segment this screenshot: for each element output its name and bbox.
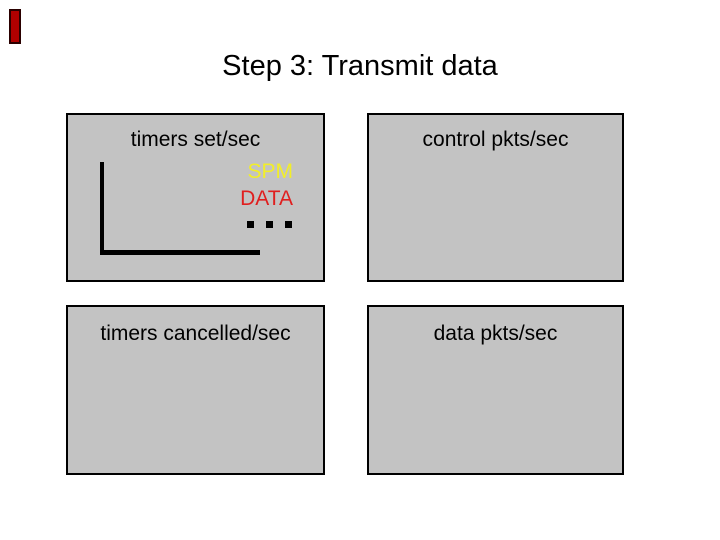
ellipsis-dot bbox=[266, 221, 273, 228]
legend-entry-spm: SPM bbox=[247, 160, 293, 183]
ellipsis-icon bbox=[247, 221, 292, 228]
panel-timers-set: timers set/sec SPM DATA bbox=[66, 113, 325, 282]
chart-legend: SPM DATA bbox=[240, 158, 293, 212]
panel-control-pkts-label: control pkts/sec bbox=[422, 128, 569, 151]
bookmark-ribbon-icon bbox=[9, 9, 21, 44]
page-title: Step 3: Transmit data bbox=[222, 50, 498, 82]
panel-timers-cancelled-label: timers cancelled/sec bbox=[100, 322, 291, 345]
empty-chart-axis bbox=[100, 162, 260, 255]
panel-timers-cancelled: timers cancelled/sec bbox=[66, 305, 325, 475]
panel-timers-set-label: timers set/sec bbox=[130, 128, 261, 151]
legend-entry-data: DATA bbox=[240, 187, 293, 210]
panel-data-pkts: data pkts/sec bbox=[367, 305, 624, 475]
panel-data-pkts-label: data pkts/sec bbox=[433, 322, 558, 345]
ellipsis-dot bbox=[285, 221, 292, 228]
panel-control-pkts: control pkts/sec bbox=[367, 113, 624, 282]
ellipsis-dot bbox=[247, 221, 254, 228]
